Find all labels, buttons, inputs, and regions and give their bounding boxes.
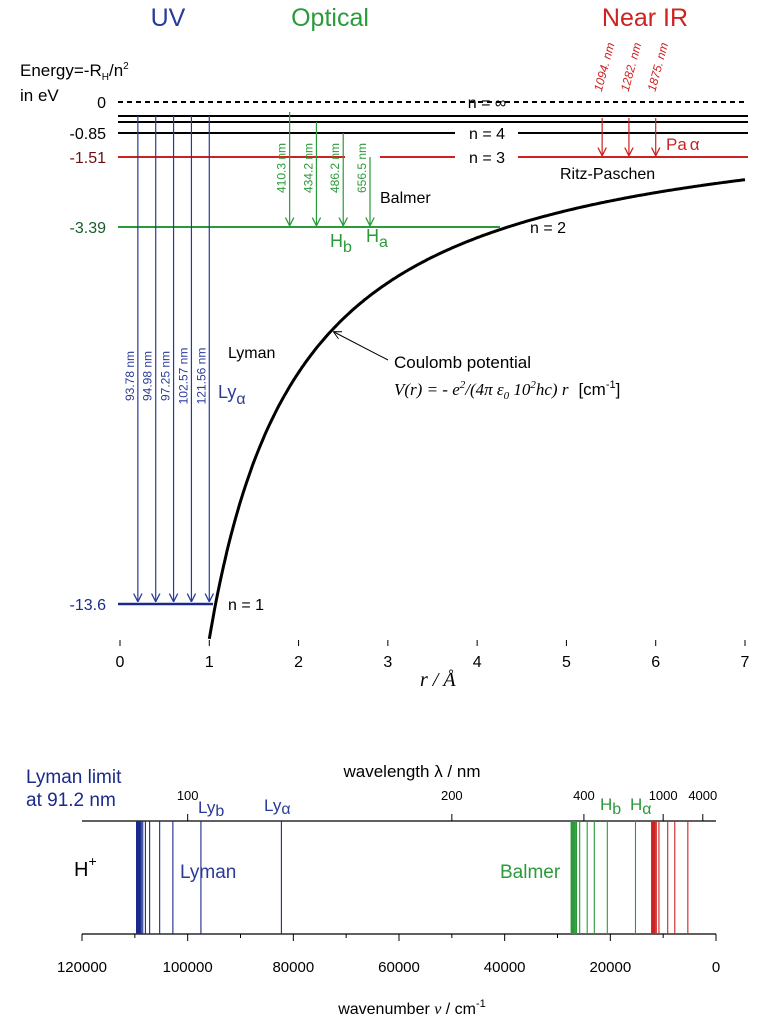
wavelength-axis-title: wavelength λ / nm (342, 762, 480, 781)
r-axis-tick-label: 5 (562, 654, 571, 671)
lyman-wavelength-label: 97.25 nm (159, 351, 173, 401)
spectrum-lyman-label: Lyman (180, 862, 236, 883)
lyman-wavelength-label: 102.57 nm (176, 348, 190, 405)
energy-label-n1: -13.6 (70, 597, 107, 614)
lyman-limit-label-line1: Lyman limit (26, 767, 122, 788)
lyman-series-label: Lyman (228, 345, 275, 362)
balmer-wavelength-label: 410.3 nm (275, 143, 289, 193)
wavenumber-ticks: 120000 100000 80000 60000 40000 20000 0 (57, 934, 720, 976)
r-axis-tick-label: 0 (116, 654, 125, 671)
wavenumber-tick-label: 80000 (272, 959, 314, 976)
level-label-n1: n = 1 (228, 597, 264, 614)
ly-alpha-label: Lyα (218, 382, 246, 408)
h-alpha-label: Ha (366, 226, 388, 251)
wavelength-ticks: 100 200 400 1000 4000 (177, 788, 717, 821)
spectrum-ly-b-label: Lyb (198, 798, 224, 820)
spectrum-balmer-label: Balmer (500, 862, 561, 883)
spectrum-ly-a-label: Lyα (264, 796, 291, 818)
wavenumber-tick-label: 20000 (589, 959, 631, 976)
wavenumber-axis-title: wavenumber ν / cm-1 (337, 998, 486, 1018)
balmer-wavelength-label: 486.2 nm (328, 143, 342, 193)
balmer-wavelength-label: 656.5 nm (355, 143, 369, 193)
wavenumber-tick-label: 0 (712, 959, 720, 976)
level-label-n4: n = 4 (469, 126, 505, 143)
wavenumber-tick-label: 120000 (57, 959, 107, 976)
series-limit-band (571, 821, 577, 934)
lyman-wavelength-label: 94.98 nm (141, 351, 155, 401)
region-uv-label: UV (151, 4, 186, 32)
paschen-wavelength-label: 1282. nm (618, 41, 644, 93)
energy-label-n2: -3.39 (70, 220, 107, 237)
energy-label-0: 0 (97, 95, 106, 112)
coulomb-potential-curve (207, 178, 746, 640)
wavenumber-tick-label: 40000 (484, 959, 526, 976)
coulomb-label: Coulomb potential (394, 353, 531, 372)
coulomb-pointer-arrow (334, 332, 389, 361)
r-axis-tick-label: 2 (294, 654, 303, 671)
wavelength-tick-label: 100 (177, 788, 199, 803)
level-lines (118, 101, 748, 606)
r-axis-label: r / Å (420, 669, 456, 691)
wavenumber-tick-label: 100000 (163, 959, 213, 976)
r-axis-tick-label: 4 (473, 654, 482, 671)
spectral-lines (135, 821, 689, 934)
energy-axis-unit: in eV (20, 86, 59, 105)
paschen-wavelength-label: 1875. nm (645, 41, 671, 93)
spectrum-h-b-label: Hb (600, 795, 621, 818)
balmer-wavelength-label: 434.2 nm (301, 143, 315, 193)
lyman-wavelength-label: 121.56 nm (194, 348, 208, 405)
wavelength-tick-label: 200 (441, 788, 463, 803)
balmer-series-label: Balmer (380, 190, 431, 207)
level-label-n3: n = 3 (469, 150, 505, 167)
h-beta-label: Hb (330, 231, 352, 256)
spectrum-h-a-label: Hα (630, 795, 652, 818)
r-axis-tick-label: 6 (651, 654, 660, 671)
wavenumber-tick-label: 60000 (378, 959, 420, 976)
energy-label-n3: -1.51 (70, 150, 107, 167)
ion-label: H+ (74, 853, 97, 881)
paschen-wavelength-label: 1094. nm (591, 41, 617, 93)
r-axis-tick-label: 3 (383, 654, 392, 671)
lyman-wavelength-label: 93.78 nm (123, 351, 137, 401)
level-label-n2: n = 2 (530, 220, 566, 237)
coulomb-formula: V(r) = - e2/(4π ε0 102hc) r[cm-1] (394, 379, 620, 402)
wavelength-tick-label: 4000 (688, 788, 717, 803)
level-label-inf: n = ∞ (468, 95, 507, 112)
paschen-series-label: Ritz-Paschen (560, 166, 655, 183)
energy-label-n4: -0.85 (70, 126, 107, 143)
r-axis-tick-label: 7 (741, 654, 750, 671)
r-axis-tick-label: 1 (205, 654, 214, 671)
wavelength-tick-label: 1000 (649, 788, 678, 803)
r-axis: 0 1 2 3 4 5 6 7 (116, 640, 750, 671)
region-near-ir-label: Near IR (602, 4, 688, 32)
lyman-limit-label-line2: at 91.2 nm (26, 790, 116, 811)
series-limit-band (136, 821, 142, 934)
energy-axis-title: Energy=-RH/n2 (20, 61, 129, 83)
region-optical-label: Optical (291, 4, 369, 32)
wavelength-tick-label: 400 (573, 788, 595, 803)
series-limit-band (651, 821, 657, 934)
